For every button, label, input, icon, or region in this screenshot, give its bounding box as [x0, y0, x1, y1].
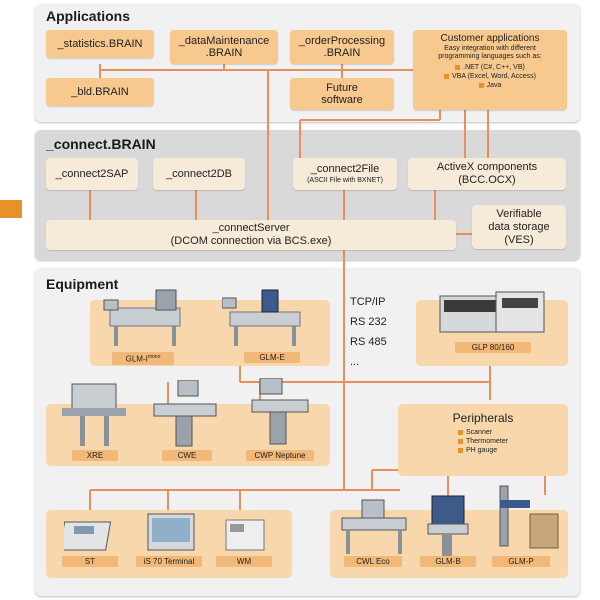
- future-line2: software: [321, 94, 363, 106]
- glm-e-machine-icon: [222, 289, 301, 346]
- bullet-square-icon: [455, 65, 461, 70]
- equipment-title: Equipment: [46, 276, 119, 292]
- glm-i-superscript: mono: [147, 354, 161, 360]
- cwe-machine-icon: [153, 380, 217, 447]
- customer-apps-item-net: .NET (C#, C++, VB): [455, 63, 525, 72]
- orange-marker: [0, 200, 22, 218]
- ves-line3: (VES): [504, 233, 534, 246]
- device-label-cwe[interactable]: CWE: [162, 450, 212, 461]
- connect2file-box[interactable]: _connect2File (ASCII File with BXNET): [293, 158, 397, 190]
- orderprocessing-line2: .BRAIN: [323, 47, 361, 59]
- xre-machine-icon: [62, 383, 126, 446]
- orderprocessing-brain-box[interactable]: _orderProcessing .BRAIN: [290, 30, 394, 64]
- applications-title: Applications: [46, 8, 131, 24]
- device-label-glm-p[interactable]: GLM-P: [492, 556, 550, 567]
- cwp-neptune-machine-icon: [251, 378, 309, 445]
- bullet-square-icon: [457, 430, 463, 435]
- ves-line2: data storage: [488, 220, 550, 233]
- bullet-square-icon: [444, 74, 450, 79]
- connect2db-box[interactable]: _connect2DB: [153, 158, 245, 190]
- connect2sap-label: _connect2SAP: [55, 167, 129, 180]
- device-label-st[interactable]: ST: [62, 556, 118, 567]
- device-label-is70[interactable]: iS 70 Terminal: [136, 556, 202, 567]
- glm-i-machine-icon: [103, 289, 181, 346]
- device-label-glm-b[interactable]: GLM-B: [420, 556, 476, 567]
- ves-box[interactable]: Verifiable data storage (VES): [472, 205, 566, 249]
- customer-apps-title: Customer applications: [440, 33, 540, 44]
- connectserver-line1: _connectServer: [212, 222, 290, 234]
- bullet-square-icon: [457, 448, 463, 453]
- is70-terminal-icon: [147, 513, 195, 551]
- future-software-box[interactable]: Future software: [290, 78, 394, 110]
- cwl-eco-machine-icon: [341, 499, 407, 554]
- peripheral-item-thermometer: Thermometer: [457, 437, 508, 446]
- customer-apps-item-vba: VBA (Excel, Word, Access): [444, 72, 536, 81]
- ves-line1: Verifiable: [496, 207, 542, 220]
- connect-title: _connect.BRAIN: [46, 136, 156, 152]
- connect2file-label: _connect2File: [310, 163, 380, 175]
- glm-b-machine-icon: [427, 495, 469, 556]
- connectserver-box[interactable]: _connectServer (DCOM connection via BCS.…: [46, 220, 456, 250]
- protocol-rs485: RS 485: [350, 336, 387, 348]
- future-line1: Future: [326, 82, 358, 94]
- customer-apps-desc2: programming languages such as:: [438, 53, 542, 60]
- protocol-tcpip: TCP/IP: [350, 296, 386, 308]
- connectserver-line2: (DCOM connection via BCS.exe): [170, 235, 332, 247]
- statistics-brain-box[interactable]: _statistics.BRAIN: [46, 30, 154, 58]
- device-label-glm-e[interactable]: GLM-E: [244, 352, 300, 363]
- tray-peripherals: [398, 404, 568, 476]
- customer-apps-desc1: Easy integration with different: [444, 45, 536, 52]
- orderprocessing-line1: _orderProcessing: [298, 35, 386, 47]
- device-label-cwl[interactable]: CWL Eco: [344, 556, 402, 567]
- bld-brain-label: _bld.BRAIN: [71, 86, 129, 98]
- device-label-wm[interactable]: WM: [216, 556, 272, 567]
- protocol-more: ...: [350, 356, 360, 368]
- device-label-glp[interactable]: GLP 80/160: [455, 342, 531, 353]
- datamaintenance-line1: _dataMaintenance: [178, 35, 270, 47]
- protocols-list: TCP/IP RS 232 RS 485 ...: [350, 292, 387, 372]
- bullet-square-icon: [457, 439, 463, 444]
- bullet-square-icon: [478, 83, 484, 88]
- glp-printer-icon: [439, 291, 545, 333]
- bld-brain-box[interactable]: _bld.BRAIN: [46, 78, 154, 106]
- activex-line1: ActiveX components: [436, 161, 538, 173]
- connect2file-sub: (ASCII File with BXNET): [307, 177, 383, 184]
- activex-box[interactable]: ActiveX components (BCC.OCX): [408, 158, 566, 190]
- wm-scale-icon: [225, 519, 265, 551]
- customer-applications-box[interactable]: Customer applications Easy integration w…: [413, 30, 567, 110]
- customer-apps-item-java: Java: [478, 81, 501, 90]
- peripheral-item-scanner: Scanner: [457, 428, 492, 437]
- connect2db-label: _connect2DB: [165, 167, 233, 180]
- peripheral-item-ph-gauge: PH gauge: [457, 446, 497, 455]
- statistics-brain-label: _statistics.BRAIN: [57, 38, 143, 50]
- device-label-xre[interactable]: XRE: [72, 450, 118, 461]
- activex-line2: (BCC.OCX): [458, 174, 516, 186]
- protocol-rs232: RS 232: [350, 316, 387, 328]
- datamaintenance-brain-box[interactable]: _dataMaintenance .BRAIN: [170, 30, 278, 64]
- peripherals-title: Peripherals: [452, 411, 514, 425]
- glm-p-machine-icon: [499, 485, 559, 549]
- peripherals-box[interactable]: Peripherals Scanner Thermometer PH gauge: [400, 406, 566, 474]
- device-label-cwp[interactable]: CWP Neptune: [246, 450, 314, 461]
- datamaintenance-line2: .BRAIN: [205, 47, 243, 59]
- connect2sap-box[interactable]: _connect2SAP: [46, 158, 138, 190]
- st-terminal-icon: [64, 521, 112, 551]
- device-label-glm-i[interactable]: GLM-Imono: [112, 352, 174, 365]
